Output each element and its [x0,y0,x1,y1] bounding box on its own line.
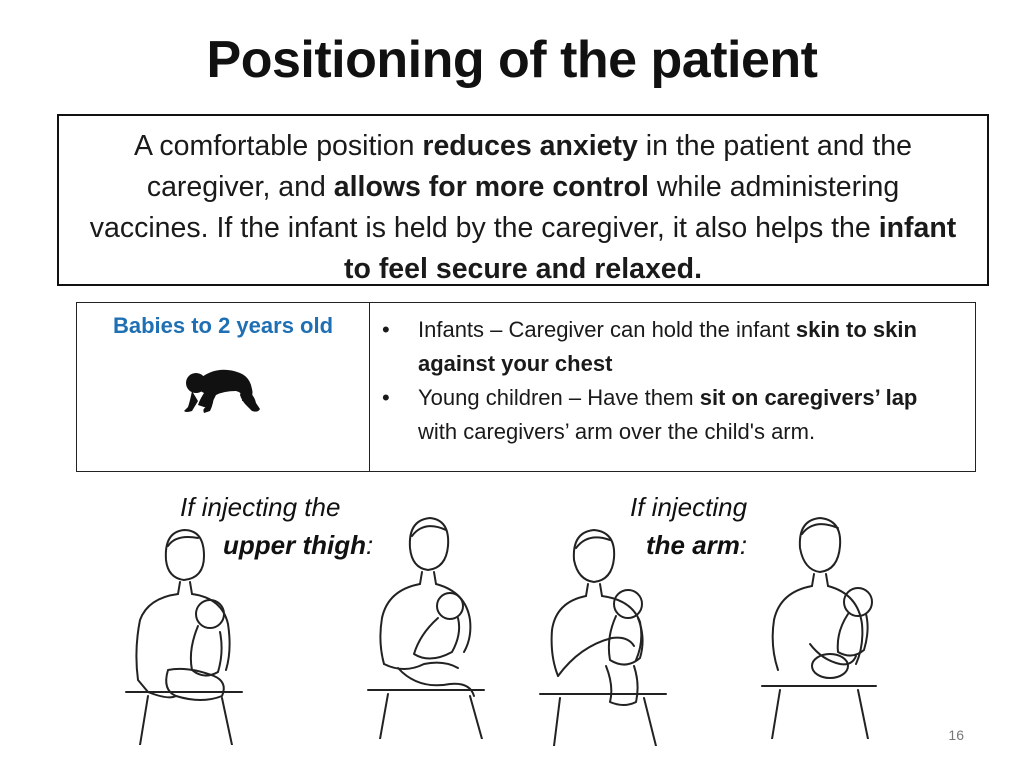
guidance-list: • Infants – Caregiver can hold the infant… [380,313,959,449]
caption-colon: : [739,530,748,560]
info-table: Babies to 2 years old • Infants – Caregiv… [76,302,976,472]
bullet-icon: • [382,385,390,410]
crawling-baby-icon [184,369,260,413]
bullet-text: Infants – Caregiver can hold the infant [418,317,796,342]
bullet-icon: • [382,317,390,342]
caption-line-2: upper thigh: [180,526,373,564]
bullet-text-tail: with caregivers’ arm over the child's ar… [418,419,816,444]
intro-box: A comfortable position reduces anxiety i… [57,114,989,286]
intro-bold-3: infant to feel secure and relaxed. [344,212,957,285]
caption-line-1: If injecting the [180,492,341,522]
caption-upper-thigh: If injecting the upper thigh: [180,488,373,564]
intro-text-1: A comfortable position [134,130,423,162]
caption-arm: If injecting the arm: [630,488,747,564]
bullet-bold: sit on caregivers’ lap [699,385,918,410]
page-number: 16 [948,727,964,743]
list-item: • Young children – Have them sit on careg… [380,381,959,449]
caregiver-holding-infant-thigh-illustration-2 [367,517,485,739]
caption-line-2: the arm: [630,526,747,564]
intro-text-3: while administering vaccines. If the inf… [89,171,900,244]
info-table-guidance-cell: • Infants – Caregiver can hold the infant… [370,303,975,471]
info-table-age-cell: Babies to 2 years old [77,303,370,471]
caption-bold: the arm [646,530,740,560]
caregiver-holding-infant-arm-illustration-1 [539,529,667,746]
list-item: • Infants – Caregiver can hold the infant… [380,313,959,381]
caregiver-holding-infant-thigh-illustration-1 [125,529,243,745]
bullet-text: Young children – Have them [418,385,700,410]
intro-text-2: in the patient and the caregiver, and [146,130,912,203]
bullet-bold: skin to skin against your chest [418,317,917,376]
caption-line-1: If injecting [630,492,748,522]
intro-bold-1: reduces anxiety [422,130,638,162]
slide-title: Positioning of the patient [206,31,818,89]
age-label: Babies to 2 years old [112,313,334,338]
intro-bold-2: allows for more control [333,171,649,203]
caption-colon: : [365,530,374,560]
caregiver-holding-infant-arm-illustration-2 [761,517,877,739]
caption-bold: upper thigh [223,530,366,560]
